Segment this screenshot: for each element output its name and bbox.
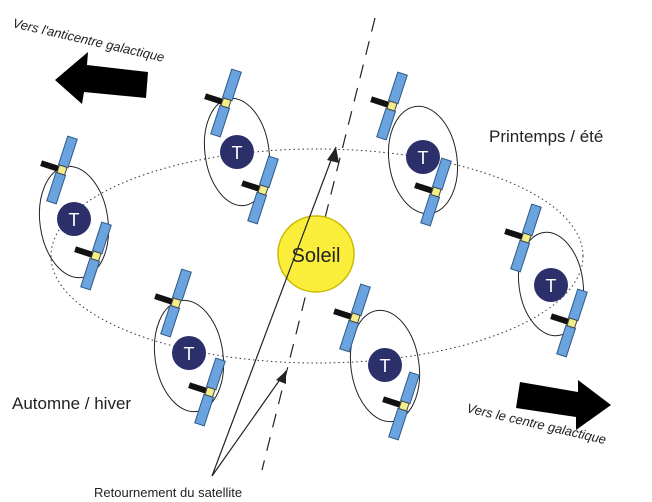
earth-bottom-left: T <box>172 336 206 370</box>
dashed-axis <box>261 17 376 471</box>
earth-bottom-right: T <box>368 348 402 382</box>
earth-label: T <box>546 276 557 296</box>
sun: Soleil <box>277 215 355 293</box>
satellite-icon <box>381 371 420 441</box>
satellite-icon <box>240 155 279 225</box>
satellite-icon <box>332 283 371 353</box>
flip-arrows <box>211 146 337 477</box>
anticenter-label: Vers l'anticentre galactique <box>11 15 166 65</box>
satellite-icon <box>203 68 242 138</box>
flip-label: Retournement du satellite <box>94 485 242 500</box>
satellite-icon <box>153 268 192 338</box>
flip-arrowhead-bottom <box>276 371 286 384</box>
earth-right: T <box>534 268 568 302</box>
earth-label: T <box>418 148 429 168</box>
satellite-icon <box>369 71 408 141</box>
flip-arrowhead-top <box>327 147 339 163</box>
spring-summer-label: Printemps / été <box>489 127 603 146</box>
anticenter-arrow <box>55 52 148 104</box>
center-arrow <box>516 380 611 430</box>
earth-positions: T T T T T T <box>57 135 568 382</box>
autumn-winter-label: Automne / hiver <box>12 394 131 413</box>
earth-label: T <box>380 356 391 376</box>
satellite-icon <box>503 203 542 273</box>
satellite-icon <box>39 135 78 205</box>
earth-label: T <box>232 143 243 163</box>
sun-label: Soleil <box>292 245 341 267</box>
earth-orbit <box>50 148 584 364</box>
earth-top-right: T <box>406 140 440 174</box>
earth-top-left: T <box>220 135 254 169</box>
earth-left: T <box>57 202 91 236</box>
earth-label: T <box>69 210 80 230</box>
earth-label: T <box>184 344 195 364</box>
